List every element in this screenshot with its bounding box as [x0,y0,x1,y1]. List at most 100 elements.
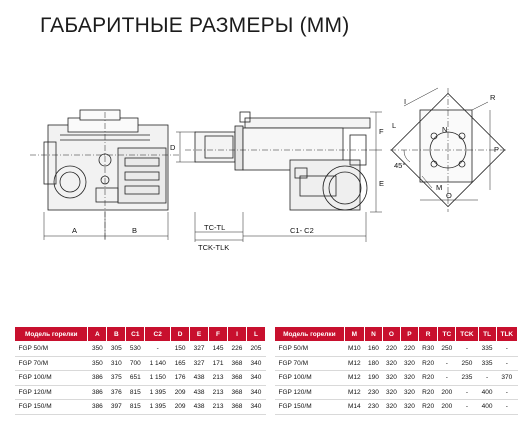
cell: 340 [246,370,266,386]
cell: R20 [418,370,438,386]
header-model: Модель горелки [274,326,345,342]
table-row: FGP 120/M 386 376 815 1 395 209 438 213 … [14,385,266,400]
cell: - [455,385,479,400]
cell: 320 [382,370,401,386]
cell: 250 [455,356,479,371]
cell: - [496,385,518,400]
cell: 815 [125,399,145,415]
cell: - [144,341,171,357]
dim-label-r: R [490,93,496,102]
dim-label-m: M [436,183,442,192]
cell: - [478,370,497,386]
cell: 190 [364,370,383,386]
cell: 320 [382,399,401,415]
cell: 700 [125,356,145,371]
dim-label-p: P [494,145,499,154]
cell: 145 [208,341,228,357]
cell: 310 [106,356,126,371]
cell: 438 [189,370,209,386]
cell: 213 [208,399,228,415]
side-view [176,111,382,242]
header-f: F [208,326,228,342]
flange-view [390,87,506,212]
cell: 368 [227,399,247,415]
dim-label-angle: 45° [394,161,405,170]
cell: 250 [437,341,456,357]
cell: - [496,341,518,357]
header-d: D [170,326,191,342]
header-tc: TC [437,326,457,342]
cell: FGP 50/M [14,341,88,357]
table-row: FGP 150/M 386 397 815 1 395 209 438 213 … [14,399,266,415]
cell: - [496,399,518,415]
cell: 1 395 [144,399,171,415]
cell: M12 [344,370,365,386]
dim-label-tck-tlk: TCK-TLK [198,243,229,252]
dimensions-table-right: Модель горелки M N O P R TC TCK TL TLK F… [274,326,519,415]
dim-label-o: O [446,191,452,200]
header-tck: TCK [455,326,479,342]
cell: 213 [208,385,228,400]
cell: - [437,356,456,371]
header-i: I [227,326,247,342]
header-c2: C2 [144,326,172,342]
cell: FGP 150/M [14,399,88,415]
cell: 320 [400,385,419,400]
cell: 327 [189,356,209,371]
dim-label-d: D [170,143,176,152]
cell: 180 [364,356,383,371]
cell: 320 [400,370,419,386]
cell: 815 [125,385,145,400]
cell: 176 [170,370,190,386]
cell: 320 [382,385,401,400]
dim-label-b: B [132,226,137,235]
cell: 370 [496,370,518,386]
cell: 160 [364,341,383,357]
cell: FGP 100/M [14,370,88,386]
cell: 397 [106,399,126,415]
table-row: FGP 120/M M12 230 320 320 R20 200 - 400 … [274,385,518,400]
dimensions-table-left: Модель горелки A B C1 C2 D E F I L FGP 5… [13,326,267,415]
cell: 320 [400,356,419,371]
cell: FGP 120/M [14,385,88,400]
cell: 368 [227,370,247,386]
cell: 1 150 [144,370,171,386]
cell: 651 [125,370,145,386]
cell: 305 [106,341,126,357]
cell: 320 [382,356,401,371]
cell: 368 [227,385,247,400]
table-row: FGP 70/M M12 180 320 320 R20 - 250 335 - [274,356,518,371]
cell: 1 140 [144,356,171,371]
header-m: M [343,326,365,342]
cell: 400 [478,385,497,400]
cell: 226 [227,341,247,357]
cell: 1 395 [144,385,171,400]
dim-label-i: I [404,97,406,106]
header-l: L [245,326,267,342]
cell: 230 [364,385,383,400]
dim-label-c1-c2: C1- C2 [290,226,314,235]
cell: 386 [87,399,107,415]
cell: 400 [478,399,497,415]
dim-label-l: L [392,121,396,130]
cell: 320 [400,399,419,415]
cell: - [455,341,479,357]
header-model: Модель горелки [13,326,89,342]
header-o: O [381,326,401,342]
cell: 340 [246,399,266,415]
cell: R20 [418,385,438,400]
header-e: E [189,326,210,342]
table-row: FGP 150/M M14 230 320 320 R20 200 - 400 … [274,399,518,415]
dim-label-tc-tl: TC-TL [204,223,225,232]
header-tl: TL [477,326,497,342]
cell: 386 [87,370,107,386]
cell: 376 [106,385,126,400]
cell: 209 [170,399,190,415]
cell: 386 [87,385,107,400]
cell: 350 [87,356,107,371]
table-row: FGP 50/M 350 305 530 - 150 327 145 226 2… [14,341,266,357]
dim-label-f: F [379,127,384,136]
cell: 205 [246,341,266,357]
cell: FGP 100/M [274,370,345,386]
front-view [30,109,180,240]
